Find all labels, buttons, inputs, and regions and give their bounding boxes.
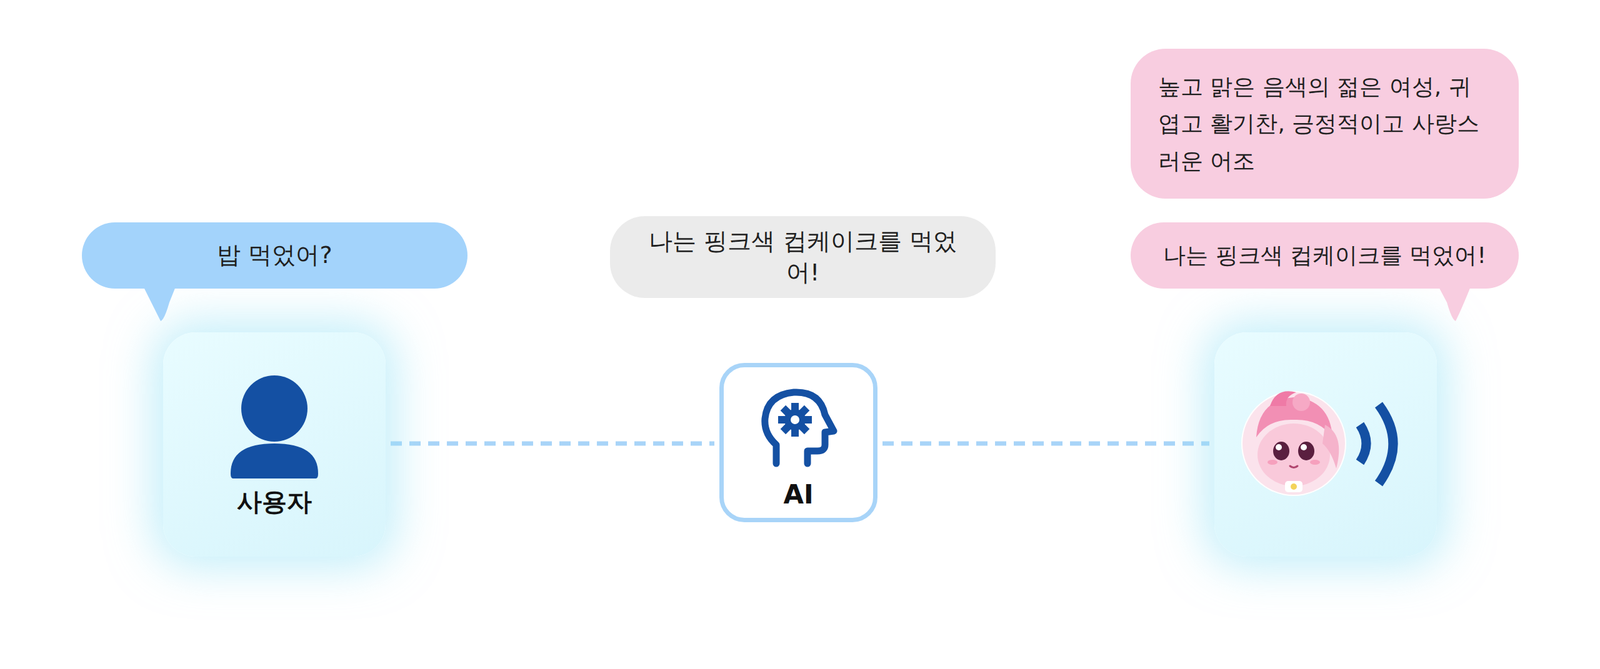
bubble-tail bbox=[141, 283, 186, 324]
user-box: 밥 먹었어?사용자 bbox=[163, 332, 386, 557]
person-icon bbox=[224, 373, 325, 480]
character-box: 높고 맑은 음색의 젊은 여성, 귀엽고 활기찬, 긍정적이고 사랑스러운 어조… bbox=[1214, 332, 1437, 557]
speech-bubble: 밥 먹었어? bbox=[81, 222, 468, 289]
character-with-sound-icon bbox=[1231, 381, 1438, 507]
bubble-text: 나는 핑크색 컵케이크를 먹었어! bbox=[635, 226, 971, 289]
bubble-text: 높고 맑은 음색의 젊은 여성, 귀엽고 활기찬, 긍정적이고 사랑스러운 어조 bbox=[1158, 68, 1492, 180]
box-label: 사용자 bbox=[163, 486, 386, 517]
ai-box: 나는 핑크색 컵케이크를 먹었어!AI bbox=[719, 363, 878, 523]
box-label: AI bbox=[723, 479, 874, 511]
speech-bubble: 높고 맑은 음색의 젊은 여성, 귀엽고 활기찬, 긍정적이고 사랑스러운 어조 bbox=[1130, 48, 1519, 199]
bubble-text: 밥 먹었어? bbox=[216, 240, 332, 271]
speech-bubble: 나는 핑크색 컵케이크를 먹었어! bbox=[610, 216, 996, 299]
brain-head-icon bbox=[757, 387, 839, 469]
bubble-text: 나는 핑크색 컵케이크를 먹었어! bbox=[1163, 241, 1487, 271]
speech-bubble: 나는 핑크색 컵케이크를 먹었어! bbox=[1130, 222, 1519, 289]
dashed-connector bbox=[390, 441, 715, 447]
dashed-connector bbox=[882, 441, 1210, 447]
bubble-tail bbox=[1430, 283, 1475, 324]
